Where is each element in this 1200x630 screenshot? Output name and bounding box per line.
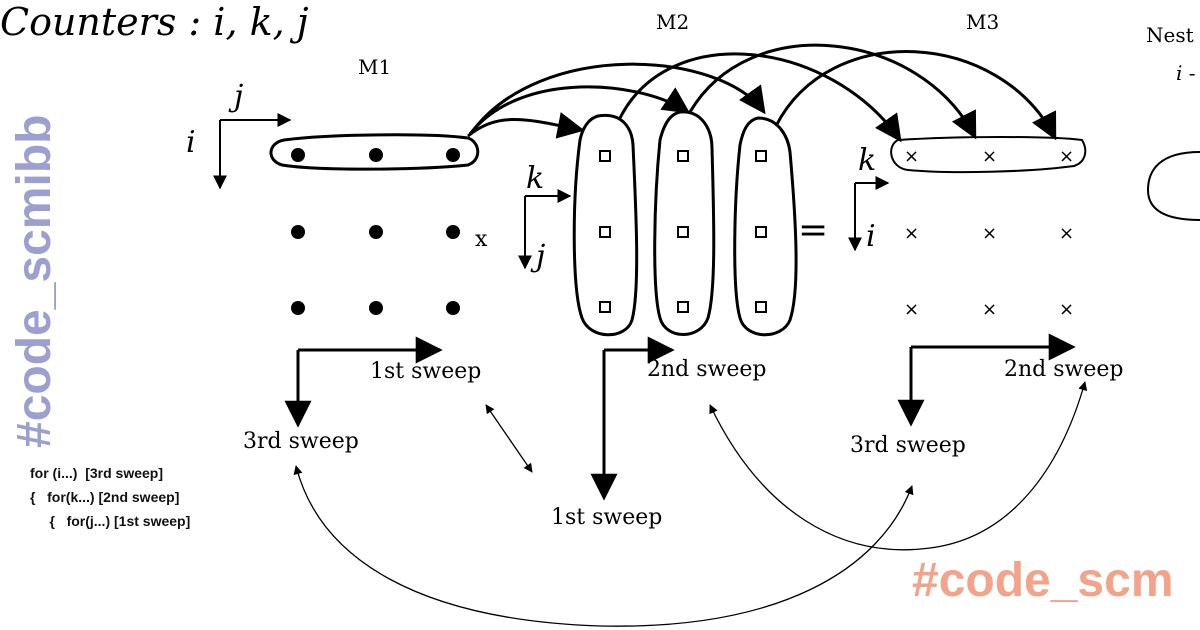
m2-element: [755, 301, 767, 313]
m1-sweep-arrows: [284, 336, 443, 428]
m2-matrix: [572, 110, 798, 337]
watermark-vertical: #code_scmibb: [8, 115, 61, 448]
m1-first-sweep-label: 1st sweep: [370, 359, 481, 384]
m2-to-m3-arrows: [618, 43, 1057, 143]
m1-element: [369, 301, 383, 315]
m1-axes: j i: [186, 79, 292, 190]
m3-third-sweep-label: 3rd sweep: [850, 433, 966, 458]
m3-axis-k: k: [858, 143, 876, 178]
m3-element: ×: [982, 146, 997, 167]
code-line-middle: { for(k...) [2nd sweep]: [30, 489, 180, 505]
m1-element: [446, 148, 460, 162]
m2-second-sweep-label: 2nd sweep: [647, 357, 767, 382]
correspondence-arrows: [293, 381, 1088, 627]
cut-text-i: i -: [1176, 61, 1196, 85]
m1-matrix: [269, 133, 480, 315]
m2-column-outline: [653, 110, 716, 336]
code-line-outer: for (i...) [3rd sweep]: [30, 465, 164, 481]
m2-element: [677, 226, 689, 238]
m1-axis-i: i: [186, 125, 196, 160]
m3-element: ×: [1059, 299, 1074, 320]
diagram-title: Counters : i, k, j: [0, 0, 309, 44]
cut-shape: [1146, 151, 1200, 221]
m3-element: ×: [1059, 146, 1074, 167]
m1-label: M1: [358, 55, 391, 79]
watermark-bottom: #code_scm: [912, 554, 1174, 607]
m2-element: [599, 226, 611, 238]
cut-text-nest: Nest: [1146, 23, 1194, 47]
m2-element: [755, 150, 767, 162]
m1-element: [291, 148, 305, 162]
times-sign: x: [475, 227, 488, 252]
m2-element: [755, 226, 767, 238]
m2-element: [677, 150, 689, 162]
m2-axis-j: j: [530, 239, 545, 274]
m3-element: ×: [982, 223, 997, 244]
m1-element: [291, 301, 305, 315]
m3-element: ×: [904, 223, 919, 244]
m2-axis-k: k: [526, 161, 544, 196]
m3-matrix: × × × × × × × × ×: [890, 136, 1087, 320]
m2-label: M2: [656, 10, 689, 34]
m1-element: [369, 225, 383, 239]
m1-row-outline: [269, 133, 480, 171]
m1-element: [291, 225, 305, 239]
m3-element: ×: [904, 299, 919, 320]
m1-third-sweep-label: 3rd sweep: [243, 429, 359, 454]
m3-row-outline: [890, 136, 1087, 174]
m3-label: M3: [966, 10, 999, 34]
m2-first-sweep-label: 1st sweep: [551, 505, 662, 530]
m3-element: ×: [982, 299, 997, 320]
m3-element: ×: [1059, 223, 1074, 244]
m3-axis-i: i: [866, 219, 876, 254]
equals-sign: =: [798, 210, 828, 251]
m2-element: [677, 301, 689, 313]
m1-element: [446, 301, 460, 315]
m2-element: [599, 150, 611, 162]
loop-code: for (i...) [3rd sweep] { for(k...) [2nd …: [30, 461, 190, 533]
m1-element: [446, 225, 460, 239]
m3-second-sweep-label: 2nd sweep: [1004, 357, 1124, 382]
m1-axis-j: j: [228, 79, 243, 114]
m3-element: ×: [904, 146, 919, 167]
m2-element: [599, 301, 611, 313]
code-line-inner: { for(j...) [1st sweep]: [30, 513, 191, 529]
m3-axes: k i: [848, 143, 890, 254]
m2-axes: k j: [518, 161, 572, 274]
m2-column-outline: [572, 113, 639, 337]
m1-to-m2-arrows: [467, 62, 766, 139]
m1-element: [369, 148, 383, 162]
m2-column-outline: [733, 116, 798, 337]
